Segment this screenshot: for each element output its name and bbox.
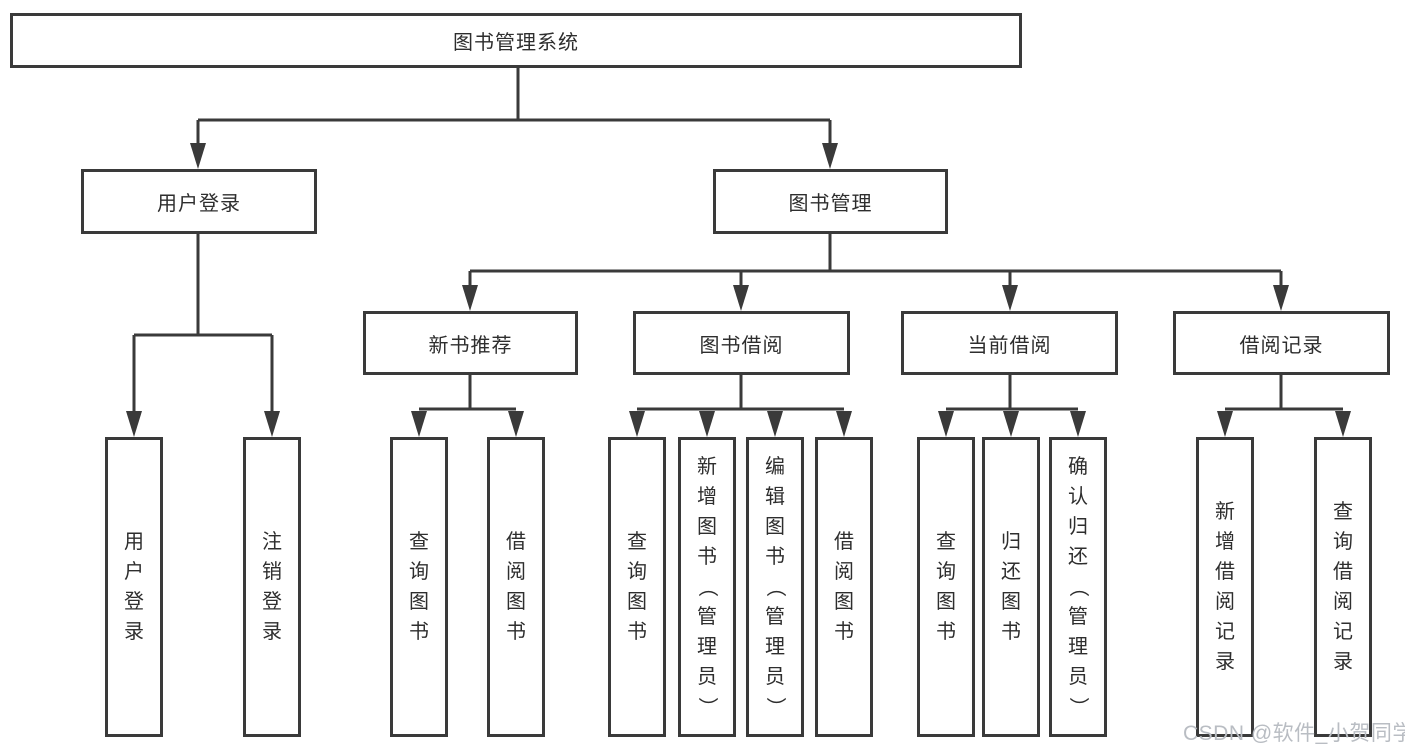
leaf-current-query-books-label: 查询图书 (936, 531, 956, 643)
leaf-recommend-query-books: 查询图书 (390, 437, 448, 737)
leaf-current-confirm-return-admin-label: 确认归还（管理员） (1067, 456, 1089, 717)
node-root-library-system: 图书管理系统 (10, 13, 1022, 68)
node-borrow-records: 借阅记录 (1173, 311, 1390, 375)
leaf-records-query-record: 查询借阅记录 (1314, 437, 1372, 737)
leaf-recommend-borrow-books-label: 借阅图书 (506, 531, 526, 643)
leaf-recommend-borrow-books: 借阅图书 (487, 437, 545, 737)
leaf-borrow-add-books-admin: 新增图书（管理员） (678, 437, 736, 737)
leaf-borrow-borrow-books-label: 借阅图书 (834, 531, 854, 643)
csdn-watermark: CSDN @软件_小贺同学 (1183, 722, 1405, 745)
node-root-label: 图书管理系统 (453, 32, 579, 54)
leaf-user-login: 用户登录 (105, 437, 163, 737)
leaf-logout-label: 注销登录 (262, 531, 282, 643)
arrowheads (126, 143, 1351, 437)
leaf-borrow-edit-books-admin: 编辑图书（管理员） (746, 437, 804, 737)
leaf-borrow-edit-books-admin-label: 编辑图书（管理员） (764, 456, 786, 717)
leaf-records-query-record-label: 查询借阅记录 (1333, 501, 1353, 673)
node-user-login: 用户登录 (81, 169, 317, 234)
leaf-records-add-record: 新增借阅记录 (1196, 437, 1254, 737)
leaf-current-return-books-label: 归还图书 (1001, 531, 1021, 643)
leaf-borrow-add-books-admin-label: 新增图书（管理员） (696, 456, 718, 717)
node-book-management: 图书管理 (713, 169, 948, 234)
node-current-borrow: 当前借阅 (901, 311, 1118, 375)
node-new-book-recommend: 新书推荐 (363, 311, 578, 375)
node-current-borrow-label: 当前借阅 (967, 334, 1052, 357)
leaf-logout: 注销登录 (243, 437, 301, 737)
leaf-borrow-borrow-books: 借阅图书 (815, 437, 873, 737)
leaf-recommend-query-books-label: 查询图书 (409, 531, 429, 643)
leaf-current-return-books: 归还图书 (982, 437, 1040, 737)
leaf-borrow-query-books-label: 查询图书 (627, 531, 647, 643)
node-borrow-records-label: 借阅记录 (1239, 334, 1324, 357)
node-book-borrow: 图书借阅 (633, 311, 850, 375)
node-new-book-recommend-label: 新书推荐 (428, 334, 513, 357)
leaf-borrow-query-books: 查询图书 (608, 437, 666, 737)
leaf-user-login-label: 用户登录 (124, 531, 144, 643)
node-book-borrow-label: 图书借阅 (699, 334, 784, 357)
leaf-records-add-record-label: 新增借阅记录 (1215, 501, 1235, 673)
leaf-current-confirm-return-admin: 确认归还（管理员） (1049, 437, 1107, 737)
node-book-management-label: 图书管理 (788, 193, 873, 215)
leaf-current-query-books: 查询图书 (917, 437, 975, 737)
node-user-login-label: 用户登录 (157, 193, 241, 215)
